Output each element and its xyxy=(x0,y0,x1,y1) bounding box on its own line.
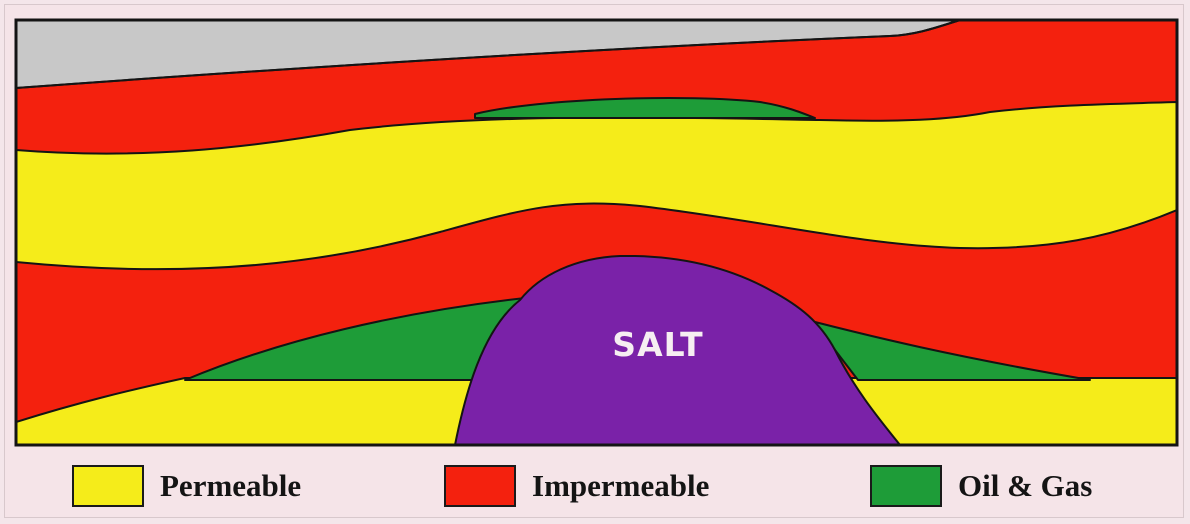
legend-item-impermeable: Impermeable xyxy=(444,462,709,510)
impermeable-swatch xyxy=(444,465,516,507)
legend: Permeable Impermeable Oil & Gas xyxy=(0,462,1190,510)
oil-gas-swatch xyxy=(870,465,942,507)
permeable-swatch xyxy=(72,465,144,507)
salt-dome-trap-diagram: SALT xyxy=(0,0,1190,460)
legend-label-impermeable: Impermeable xyxy=(532,468,709,504)
legend-item-oil-gas: Oil & Gas xyxy=(870,462,1092,510)
legend-item-permeable: Permeable xyxy=(72,462,301,510)
salt-label: SALT xyxy=(612,325,703,364)
legend-label-permeable: Permeable xyxy=(160,468,301,504)
legend-label-oil-gas: Oil & Gas xyxy=(958,468,1092,504)
